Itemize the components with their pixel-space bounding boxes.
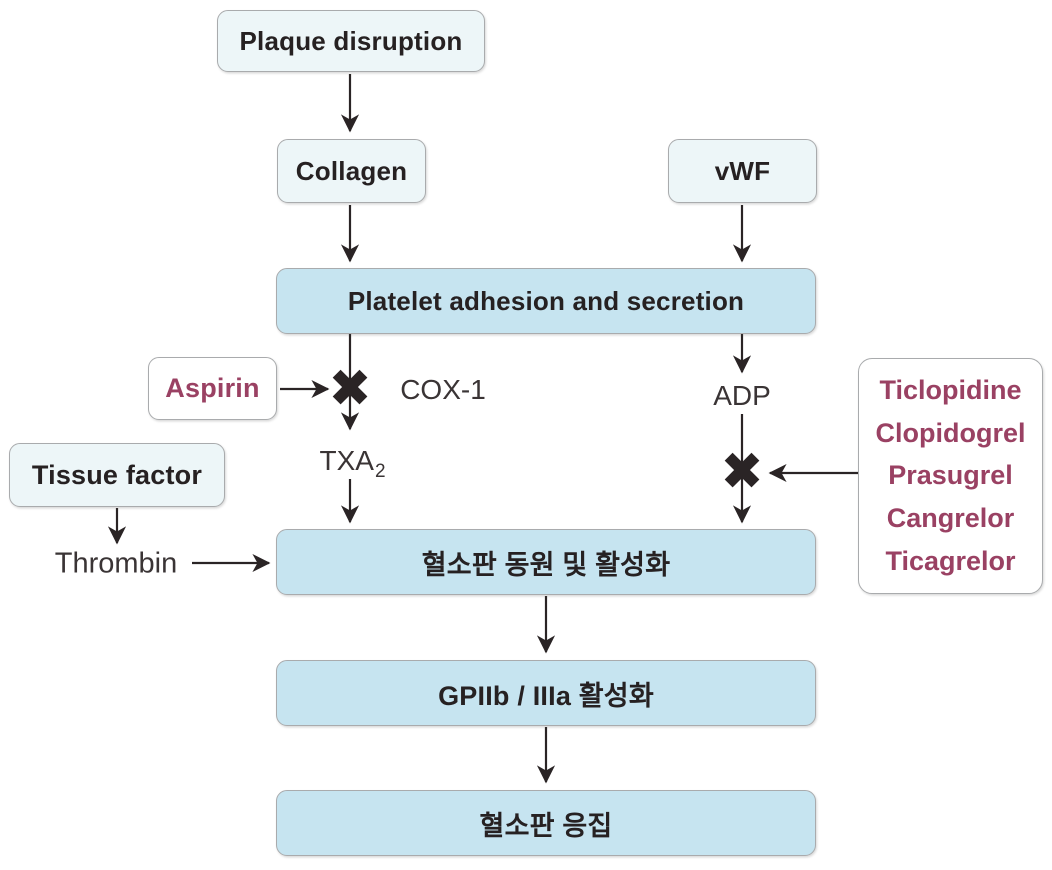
label-thrombin: Thrombin bbox=[54, 547, 178, 580]
node-vwf: vWF bbox=[668, 139, 817, 203]
label-adp: ADP bbox=[713, 380, 771, 411]
label-txa2: TXA2 bbox=[319, 445, 385, 482]
p2y12-inhibitor-list: Ticlopidine Clopidogrel Prasugrel Cangre… bbox=[858, 358, 1043, 594]
txa2-subscript: 2 bbox=[374, 461, 386, 482]
txa2-base: TXA bbox=[319, 445, 374, 476]
node-plaque-disruption: Plaque disruption bbox=[217, 10, 485, 72]
node-aspirin: Aspirin bbox=[148, 357, 277, 420]
drug-ticagrelor: Ticagrelor bbox=[885, 546, 1016, 577]
node-tissue-factor: Tissue factor bbox=[9, 443, 225, 507]
node-platelet-recruitment: 혈소판 동원 및 활성화 bbox=[276, 529, 816, 595]
node-platelet-aggregation: 혈소판 응집 bbox=[276, 790, 816, 856]
drug-cangrelor: Cangrelor bbox=[886, 503, 1015, 534]
inhibition-x-icon-cox1: ✖ bbox=[328, 359, 372, 418]
node-collagen: Collagen bbox=[277, 139, 426, 203]
label-cox1: COX-1 bbox=[400, 374, 486, 405]
node-platelet-adhesion: Platelet adhesion and secretion bbox=[276, 268, 816, 334]
inhibition-x-icon-adp: ✖ bbox=[720, 442, 764, 501]
node-gpiib-iiia: GPIIb / IIIa 활성화 bbox=[276, 660, 816, 726]
drug-clopidogrel: Clopidogrel bbox=[875, 417, 1026, 448]
drug-ticlopidine: Ticlopidine bbox=[879, 374, 1022, 405]
drug-prasugrel: Prasugrel bbox=[888, 460, 1013, 491]
